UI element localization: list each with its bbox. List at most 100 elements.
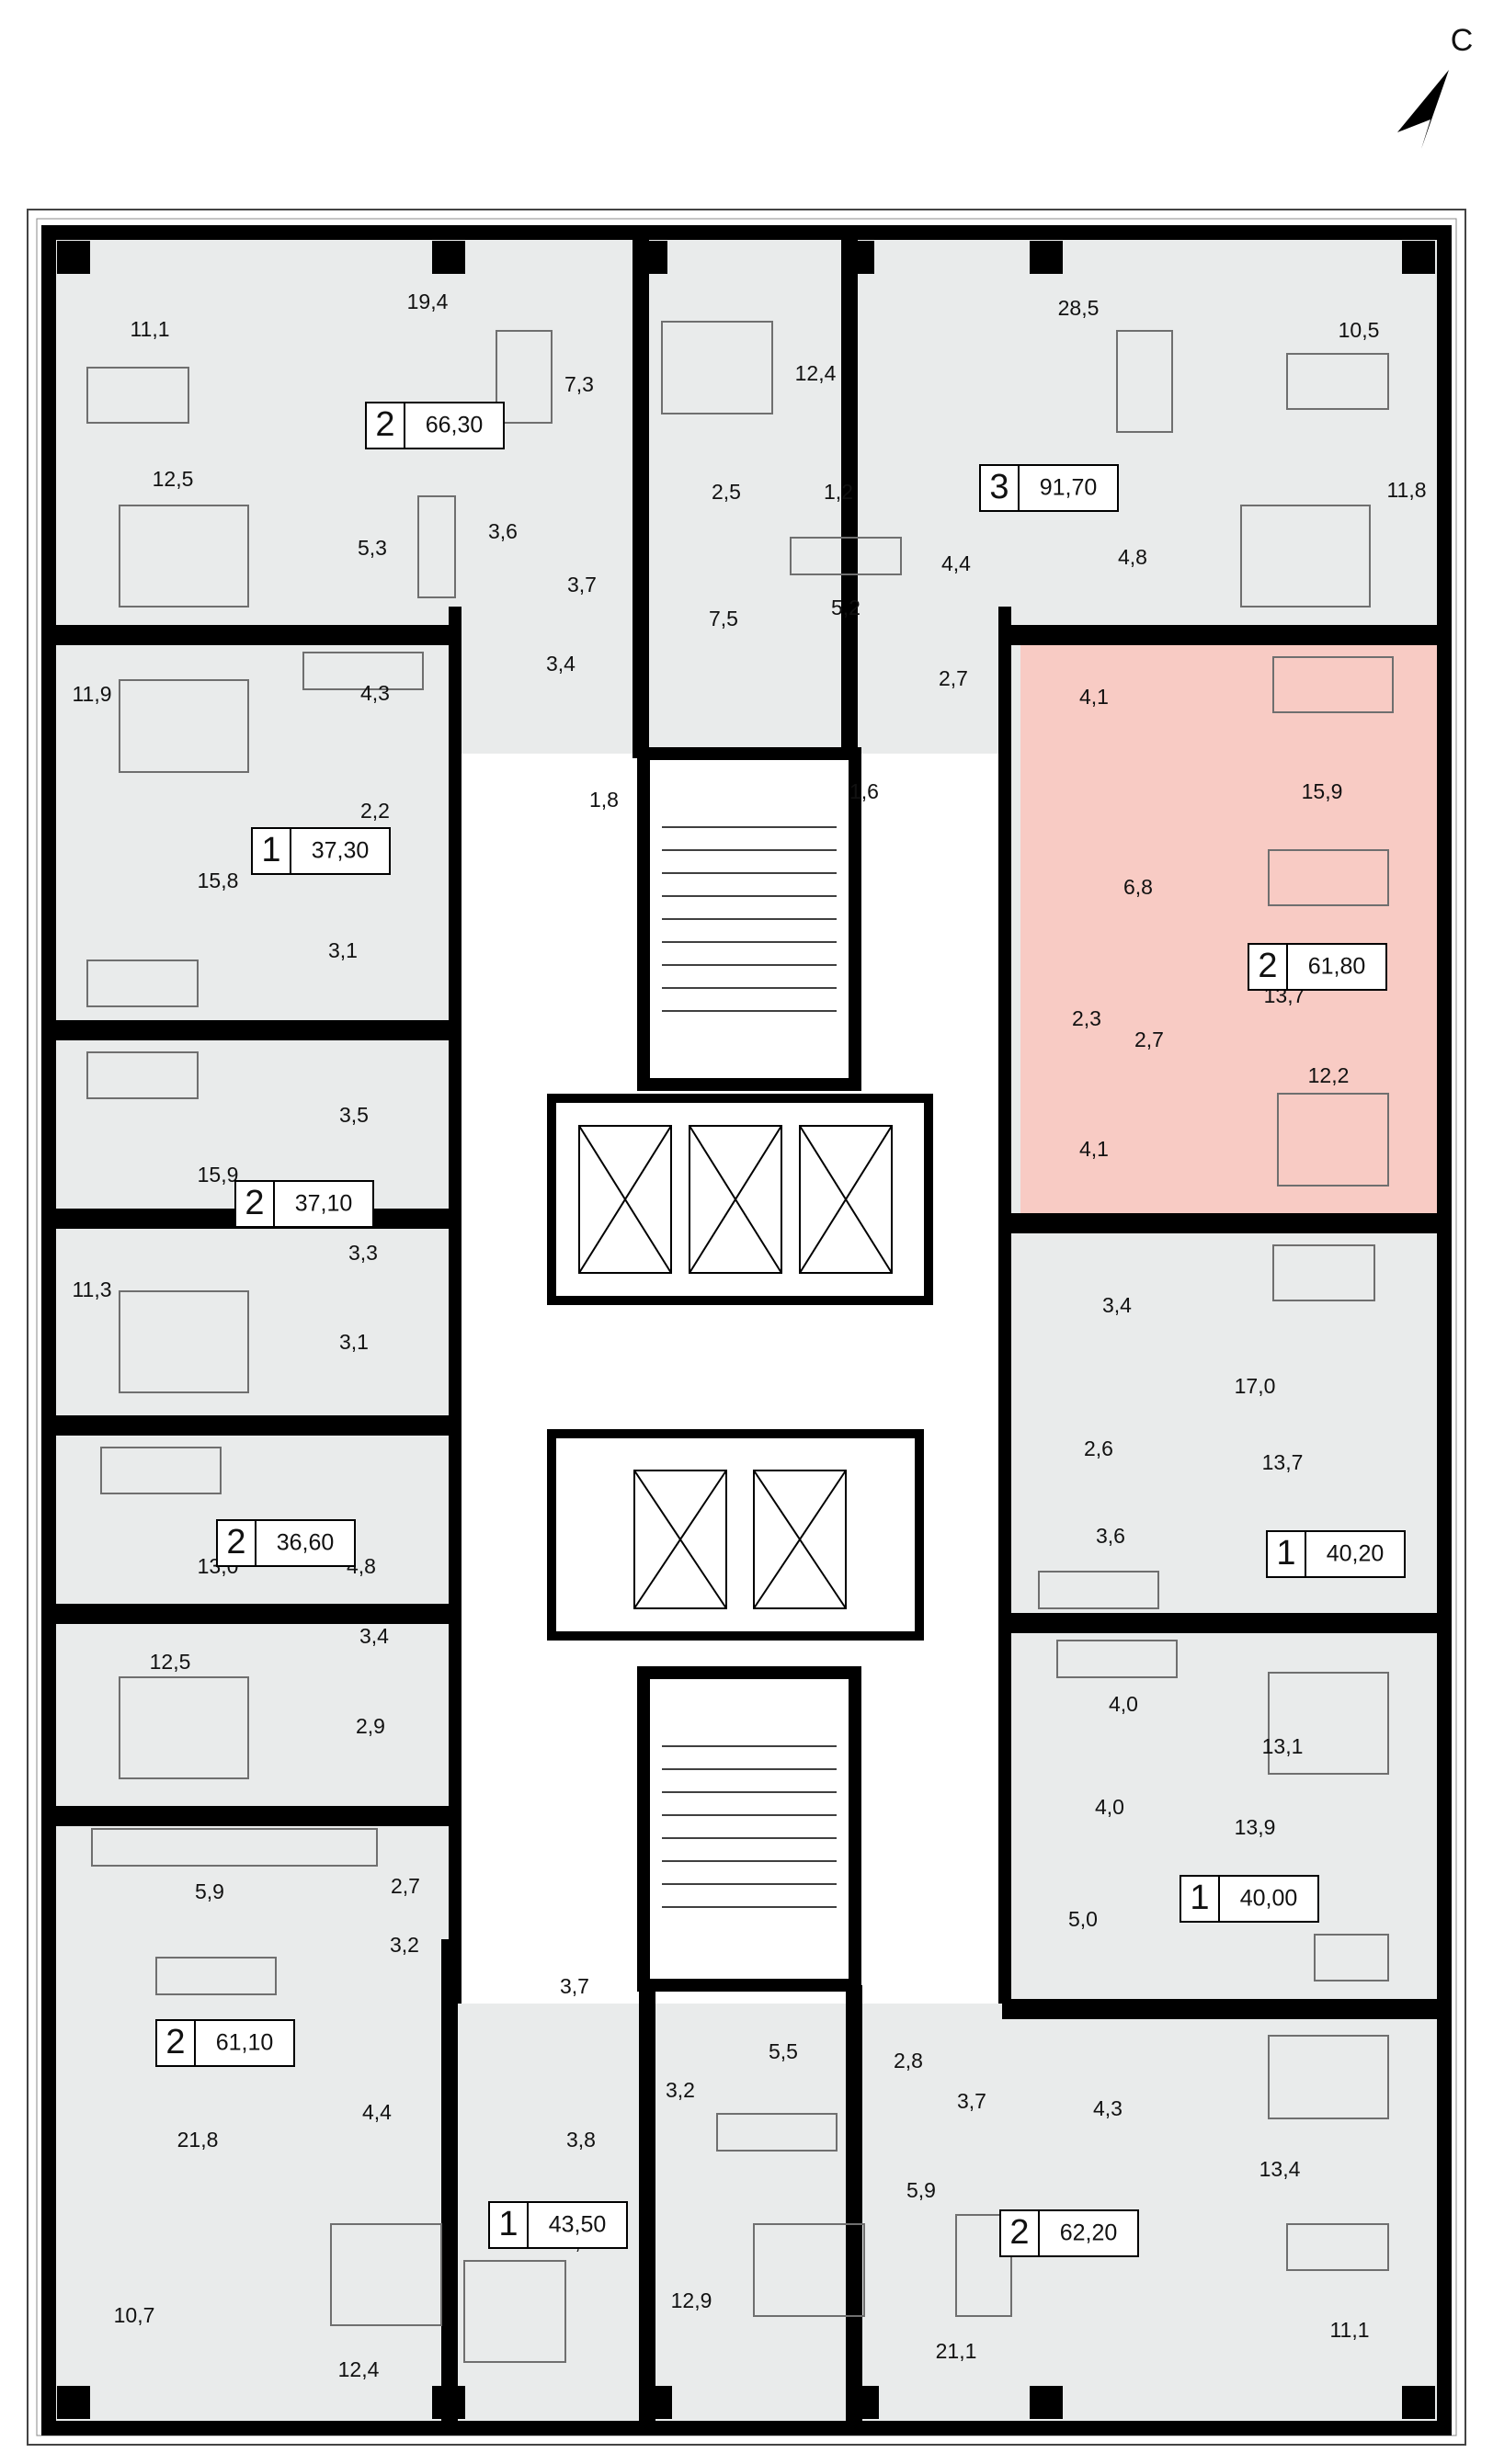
- room-area-label: 17,0: [1235, 1374, 1276, 1398]
- bathtub-icon: [302, 652, 424, 690]
- room-area-label: 13,4: [1259, 2157, 1301, 2181]
- dining-table-icon: [496, 330, 553, 424]
- sofa-icon: [1314, 1934, 1389, 1981]
- building-shell: [27, 209, 1466, 2446]
- wall-partition-right-4: [1002, 1999, 1452, 2019]
- room-area-label: 5,9: [906, 2178, 936, 2202]
- column-top-2: [634, 241, 667, 274]
- room-area-label: 12,5: [150, 1650, 191, 1674]
- bed-icon: [1268, 849, 1389, 906]
- room-area-label: 3,2: [666, 2078, 695, 2102]
- column-top-left: [57, 241, 90, 274]
- room-area-label: 5,3: [358, 536, 387, 560]
- core-elevators-top: [547, 1094, 933, 1305]
- apartment-label: 2 61,80: [1248, 943, 1387, 991]
- column-top-right: [1402, 241, 1435, 274]
- apartment-room-count: 3: [989, 468, 1009, 506]
- apartment-labels: 2 66,30 3 91,70 1 37,30 2 61,80 2 37,10: [155, 402, 1406, 2257]
- apartment-label-box: [234, 1180, 374, 1228]
- room-area-label: 15,9: [198, 1163, 239, 1187]
- room-area-label: 13,7: [1262, 1450, 1304, 1474]
- elevator-cross-1: [578, 1125, 672, 1274]
- sofa-icon: [100, 1447, 222, 1494]
- column-top-3: [841, 241, 874, 274]
- room-area-label: 1,6: [849, 779, 879, 803]
- apartment-total-area: 91,70: [1040, 475, 1098, 501]
- bathtub-icon: [1038, 1571, 1159, 1609]
- central-corridor: [449, 754, 1011, 2004]
- bed-icon: [1268, 2035, 1389, 2119]
- dining-table-icon: [955, 2214, 1012, 2317]
- bed-icon: [119, 1290, 249, 1393]
- apartment-total-area: 37,10: [295, 1191, 353, 1217]
- apartment-room-count: 2: [245, 1184, 264, 1222]
- room-area-label: 2,2: [360, 799, 390, 823]
- wall-partition-right-3: [1002, 1613, 1452, 1633]
- apartment-room-count: 1: [498, 2205, 518, 2243]
- room-area-label: 4,8: [1118, 545, 1147, 569]
- wall-outer-top: [41, 225, 1452, 240]
- north-letter: С: [1451, 23, 1474, 58]
- room-area-label: 5,0: [1068, 1907, 1098, 1931]
- room-area-label: 3,2: [390, 1933, 419, 1957]
- apartment-total-area: 61,10: [216, 2030, 274, 2056]
- apartment-total-area: 36,60: [277, 1530, 335, 1556]
- room-area-label: 2,7: [1134, 1028, 1164, 1051]
- apartment-total-area: 37,30: [312, 838, 370, 864]
- apartment-label-box: [979, 464, 1119, 512]
- apartment-label-box: [1266, 1530, 1406, 1578]
- bathtub-icon: [790, 537, 902, 575]
- wall-outer-right: [1437, 225, 1452, 2436]
- room-area-label: 3,8: [566, 2128, 596, 2152]
- bed-icon: [330, 2223, 442, 2326]
- apartment-total-area: 43,50: [549, 2212, 607, 2238]
- furniture: [86, 321, 1394, 2363]
- apartment-room-count: 1: [1276, 1534, 1295, 1573]
- room-area-labels: 11,1 19,4 7,3 12,4 28,5 10,5 12,5 3,6 2,…: [72, 290, 1426, 2381]
- bed-icon: [119, 1676, 249, 1779]
- wall-bottom-divider-1: [441, 1939, 458, 2436]
- column-bottom-left: [57, 2386, 90, 2419]
- bathtub-icon: [417, 495, 456, 598]
- wall-outer-bottom: [41, 2421, 1452, 2436]
- room-area-label: 4,0: [1109, 1692, 1138, 1716]
- wall-partition-left-2: [41, 1020, 460, 1040]
- apartment-total-area: 61,80: [1308, 954, 1366, 980]
- apartment-total-area: 62,20: [1060, 2220, 1118, 2246]
- elevator-cross-2: [689, 1125, 782, 1274]
- wall-top-divider-2: [841, 225, 858, 758]
- north-arrow-icon: [1397, 70, 1449, 149]
- room-area-label: 11,1: [130, 317, 169, 341]
- bed-icon: [1277, 1093, 1389, 1187]
- room-area-label: 2,7: [939, 666, 968, 690]
- column-bottom-4: [1030, 2386, 1063, 2419]
- room-area-label: 11,3: [72, 1277, 111, 1301]
- wall-outer-left: [41, 225, 56, 2436]
- column-top-4: [1030, 241, 1063, 274]
- room-area-label: 13,9: [1235, 1815, 1276, 1839]
- walls: [41, 225, 1452, 2436]
- dining-table-icon: [155, 1957, 277, 1995]
- apartment-label-box: [1248, 943, 1387, 991]
- facade-outer-line: [27, 209, 1466, 2446]
- apartment-total-area: 40,20: [1327, 1541, 1385, 1567]
- apartment-label-box: [999, 2209, 1139, 2257]
- sofa-icon: [1286, 353, 1389, 410]
- room-area-label: 2,5: [712, 480, 741, 504]
- room-area-label: 7,5: [709, 607, 738, 630]
- apartment-room-count: 2: [1009, 2213, 1029, 2252]
- apartment-label: 2 61,10: [155, 2019, 295, 2067]
- core-stair-bottom: [637, 1666, 861, 1992]
- column-top-1: [432, 241, 465, 274]
- sofa-icon: [463, 2260, 566, 2363]
- dining-table-icon: [1116, 330, 1173, 433]
- room-area-label: 2,6: [1084, 1436, 1113, 1460]
- apartment-room-count: 1: [1190, 1879, 1209, 1917]
- sofa-icon: [1286, 2223, 1389, 2271]
- apartment-room-count: 2: [1258, 947, 1277, 985]
- room-area-label: 3,5: [339, 1103, 369, 1127]
- room-area-label: 4,3: [360, 681, 390, 705]
- room-area-label: 2,3: [1072, 1006, 1101, 1030]
- room-area-label: 4,0: [1095, 1795, 1124, 1819]
- room-area-label: 12,4: [795, 361, 837, 385]
